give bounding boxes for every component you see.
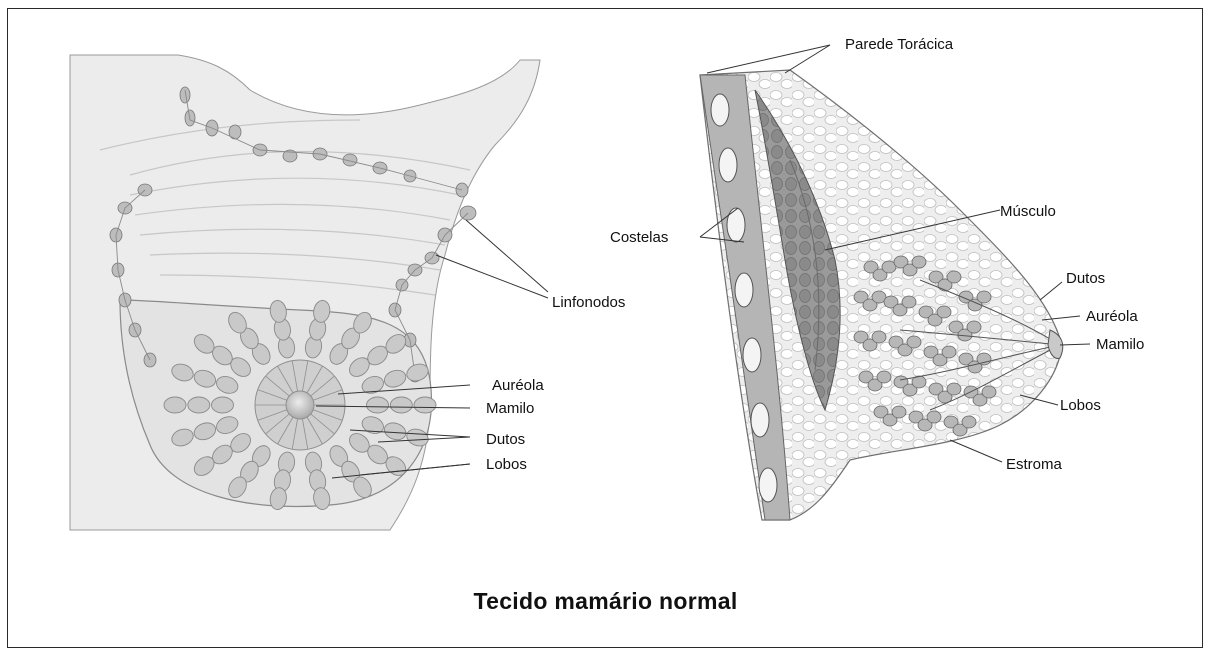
section-lobule-shape — [872, 331, 886, 343]
section-lobule-shape — [877, 371, 891, 383]
lobule-shape — [164, 397, 186, 413]
section-lobule-shape — [937, 306, 951, 318]
frontal-breast-illustration — [70, 55, 548, 530]
section-lobule-shape — [947, 383, 961, 395]
lobule-shape — [390, 397, 412, 413]
section-lobule-shape — [927, 411, 941, 423]
label-lobos-right: Lobos — [1060, 397, 1101, 415]
label-mamilo-right: Mamilo — [1096, 336, 1144, 354]
label-linfonodos: Linfonodos — [552, 294, 625, 312]
lobule-shape — [367, 397, 389, 413]
nipple-shape — [286, 391, 314, 419]
label-mamilo-left: Mamilo — [486, 400, 534, 418]
section-lobule-shape — [977, 291, 991, 303]
label-aureola-right: Auréola — [1086, 308, 1138, 326]
section-lobule-shape — [967, 321, 981, 333]
diagram-canvas: Linfonodos Auréola Mamilo Dutos Lobos Pa… — [0, 0, 1211, 616]
section-lobule-shape — [912, 256, 926, 268]
section-lobule-shape — [947, 271, 961, 283]
section-lobule-shape — [962, 416, 976, 428]
lobule-shape — [414, 397, 436, 413]
section-lobule-shape — [892, 406, 906, 418]
sagittal-section-illustration — [700, 45, 1090, 520]
label-parede-toracica: Parede Torácica — [845, 36, 953, 54]
label-dutos-left: Dutos — [486, 431, 525, 449]
section-lobule-shape — [907, 336, 921, 348]
label-musculo: Músculo — [1000, 203, 1056, 221]
diagram-title: Tecido mamário normal — [0, 588, 1211, 615]
section-lobule-shape — [902, 296, 916, 308]
label-estroma: Estroma — [1006, 456, 1062, 474]
section-lobule-shape — [982, 386, 996, 398]
lobule-shape — [212, 397, 234, 413]
lobule-shape — [188, 397, 210, 413]
label-lobos-left: Lobos — [486, 456, 527, 474]
section-lobule-shape — [942, 346, 956, 358]
label-aureola-left: Auréola — [492, 377, 544, 395]
label-costelas: Costelas — [610, 229, 668, 247]
label-dutos-right: Dutos — [1066, 270, 1105, 288]
